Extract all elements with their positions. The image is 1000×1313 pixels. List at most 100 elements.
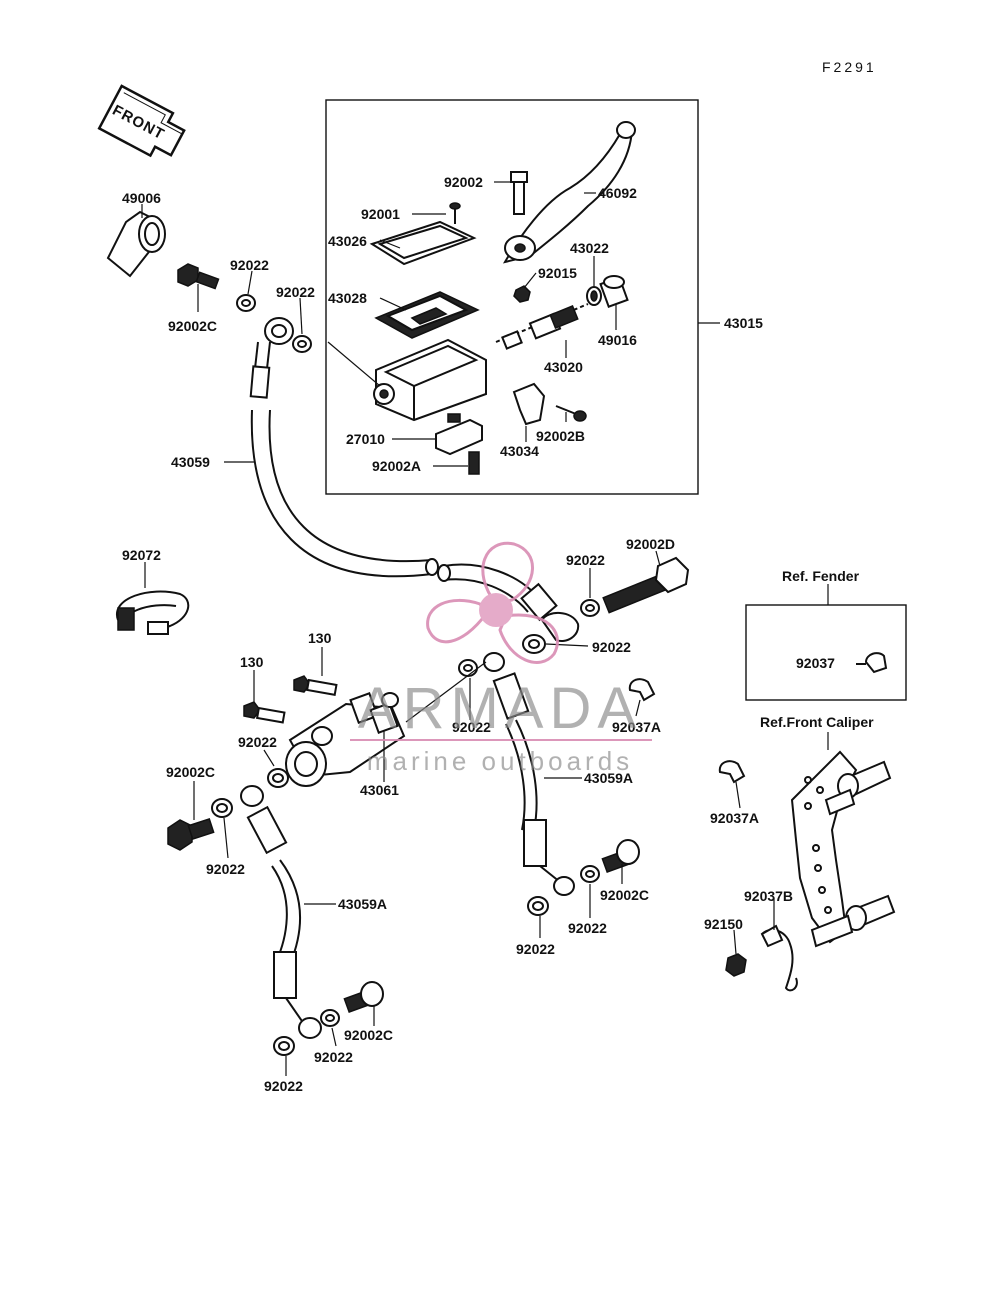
- screw-92001: [449, 202, 461, 224]
- label-27010: 27010: [346, 431, 385, 447]
- label-43034: 43034: [500, 443, 539, 459]
- banjo-bolt-92002C-left: [167, 817, 215, 851]
- label-46092: 46092: [598, 185, 637, 201]
- banjo-bolt-92002C-right: [601, 839, 640, 873]
- seal-43022: [586, 286, 602, 306]
- label-92022-f: 92022: [452, 719, 491, 735]
- label-43061: 43061: [360, 782, 399, 798]
- label-92022-j: 92022: [314, 1049, 353, 1065]
- label-92072: 92072: [122, 547, 161, 563]
- master-cylinder-group-frame: [325, 99, 699, 495]
- ref-front-caliper-label: Ref.Front Caliper: [760, 714, 874, 730]
- hose-to-joint: [437, 563, 580, 642]
- nut-92015: [513, 285, 531, 303]
- hose-43059: [249, 317, 439, 578]
- bolt-92002B: [555, 405, 587, 422]
- label-43059A-a: 43059A: [584, 770, 633, 786]
- label-49016: 49016: [598, 332, 637, 348]
- screw-92002A: [468, 451, 480, 475]
- hose-43059A-left: [240, 785, 322, 1039]
- propeller-logo-icon: [426, 541, 559, 664]
- boot-49016: [599, 275, 629, 308]
- watermark-tagline: marine outboards: [367, 746, 633, 776]
- label-92150: 92150: [704, 916, 743, 932]
- joint-43061: [285, 692, 406, 787]
- label-92022-a: 92022: [230, 257, 269, 273]
- joint-bolt-92002D: [602, 556, 690, 614]
- watermark-brand: ARMADA: [358, 676, 642, 741]
- label-92002C-b: 92002C: [166, 764, 215, 780]
- washer-92022-f: [458, 659, 478, 677]
- label-43020: 43020: [544, 359, 583, 375]
- washer-92022-d: [522, 634, 546, 654]
- label-92002A: 92002A: [372, 458, 421, 474]
- armada-watermark: ARMADA marine outboards: [350, 541, 652, 776]
- label-92037B: 92037B: [744, 888, 793, 904]
- clamp-43034: [512, 382, 546, 426]
- label-43059: 43059: [171, 454, 210, 470]
- banjo-bolt-92002C-bottom: [343, 981, 384, 1013]
- label-92022-h: 92022: [568, 920, 607, 936]
- clip-92037B: [760, 924, 798, 992]
- caliper-bracket: [790, 750, 896, 948]
- label-92037A-b: 92037A: [710, 810, 759, 826]
- figure-code: F2291: [822, 59, 877, 75]
- washer-92022-a: [236, 294, 256, 312]
- label-43028: 43028: [328, 290, 367, 306]
- clip-92037A-b: [718, 760, 746, 784]
- washer-92022-b: [292, 335, 312, 353]
- label-92022-i: 92022: [516, 941, 555, 957]
- bolt-130-b: [243, 701, 286, 724]
- reservoir-cover-43026: [369, 220, 477, 266]
- washer-92022-i: [320, 1009, 340, 1027]
- ref-fender-frame: [745, 604, 907, 701]
- clip-92037A-a: [628, 678, 656, 702]
- hose-43059A-right: [483, 652, 575, 896]
- washer-92022-j: [527, 896, 549, 916]
- pivot-bolt-92002: [510, 171, 528, 215]
- label-43022: 43022: [570, 240, 609, 256]
- diaphragm-43028: [374, 291, 480, 339]
- label-92037A-a: 92037A: [612, 719, 661, 735]
- label-92022-k: 92022: [264, 1078, 303, 1094]
- label-43059A-b: 43059A: [338, 896, 387, 912]
- label-92002C-d: 92002C: [344, 1027, 393, 1043]
- piston-assy-43020: [495, 303, 589, 350]
- switch-27010: [435, 413, 483, 456]
- label-92022-b: 92022: [276, 284, 315, 300]
- label-92002C-c: 92002C: [600, 887, 649, 903]
- cap-boot-49006: [106, 210, 166, 278]
- label-92002: 92002: [444, 174, 483, 190]
- clip-92037: [856, 652, 888, 674]
- label-130-a: 130: [308, 630, 332, 646]
- label-92002D: 92002D: [626, 536, 675, 552]
- lever-46092: [502, 121, 636, 264]
- clamp-92072: [115, 590, 190, 635]
- bolt-92150: [725, 953, 747, 977]
- ref-fender-label: Ref. Fender: [782, 568, 860, 584]
- label-92015: 92015: [538, 265, 577, 281]
- master-cylinder-body: [373, 338, 487, 422]
- label-92022-g: 92022: [206, 861, 245, 877]
- washer-92022-h: [273, 1036, 295, 1056]
- label-92022-d: 92022: [592, 639, 631, 655]
- bolt-130-a: [293, 675, 338, 696]
- washer-92022-e: [267, 768, 289, 788]
- label-92002C-a: 92002C: [168, 318, 217, 334]
- washer-92022-c: [580, 599, 600, 617]
- label-92002B: 92002B: [536, 428, 585, 444]
- label-130-b: 130: [240, 654, 264, 670]
- label-92001: 92001: [361, 206, 400, 222]
- front-arrow-icon: FRONT: [97, 84, 186, 158]
- label-43015: 43015: [724, 315, 763, 331]
- label-92037: 92037: [796, 655, 835, 671]
- washer-92022-k: [580, 865, 600, 883]
- washer-92022-g: [211, 798, 233, 818]
- banjo-bolt-92002C-top: [177, 263, 220, 290]
- label-92022-c: 92022: [566, 552, 605, 568]
- label-49006: 49006: [122, 190, 161, 206]
- label-92022-e: 92022: [238, 734, 277, 750]
- label-43026: 43026: [328, 233, 367, 249]
